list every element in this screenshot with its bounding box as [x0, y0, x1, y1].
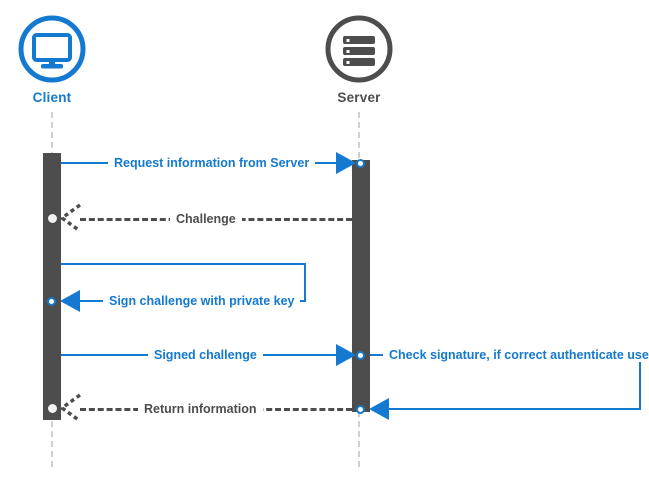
- actor-client-label: Client: [32, 90, 72, 105]
- message-label-signed-challenge: Signed challenge: [148, 348, 263, 362]
- message-line-check-signature-right: [639, 354, 641, 409]
- message-label-return-information: Return information: [138, 402, 263, 416]
- message-label-request-information: Request information from Server: [108, 156, 316, 170]
- message-label-challenge: Challenge: [170, 212, 242, 226]
- endpoint-dot-signed-challenge: [356, 350, 365, 360]
- arrowhead-sign-challenge: [60, 290, 80, 312]
- actor-server-label: Server: [337, 90, 381, 105]
- activation-bar-server: [352, 160, 370, 412]
- actor-server[interactable]: Server: [299, 14, 419, 105]
- endpoint-dot-check-signature: [356, 404, 365, 414]
- message-line-sign-challenge-right: [304, 263, 306, 301]
- actor-client[interactable]: Client: [0, 14, 112, 105]
- monitor-icon: [17, 14, 87, 84]
- endpoint-dot-sign-challenge: [47, 296, 56, 306]
- arrowhead-check-signature: [369, 398, 389, 420]
- message-label-sign-challenge: Sign challenge with private key: [103, 294, 301, 308]
- endpoint-dot-challenge: [48, 213, 57, 223]
- message-line-sign-challenge-top: [61, 263, 306, 265]
- arrowhead-request-information: [336, 152, 356, 174]
- arrowhead-challenge: [59, 203, 82, 233]
- endpoint-dot-return-information: [48, 403, 57, 413]
- activation-bar-client: [43, 153, 61, 420]
- arrowhead-signed-challenge: [336, 344, 356, 366]
- arrowhead-return-information: [59, 393, 82, 423]
- server-rack-icon: [324, 14, 394, 84]
- endpoint-dot-request-information: [356, 158, 365, 168]
- message-line-check-signature-bottom: [389, 408, 641, 410]
- message-label-check-signature: Check signature, if correct authenticate…: [383, 348, 649, 362]
